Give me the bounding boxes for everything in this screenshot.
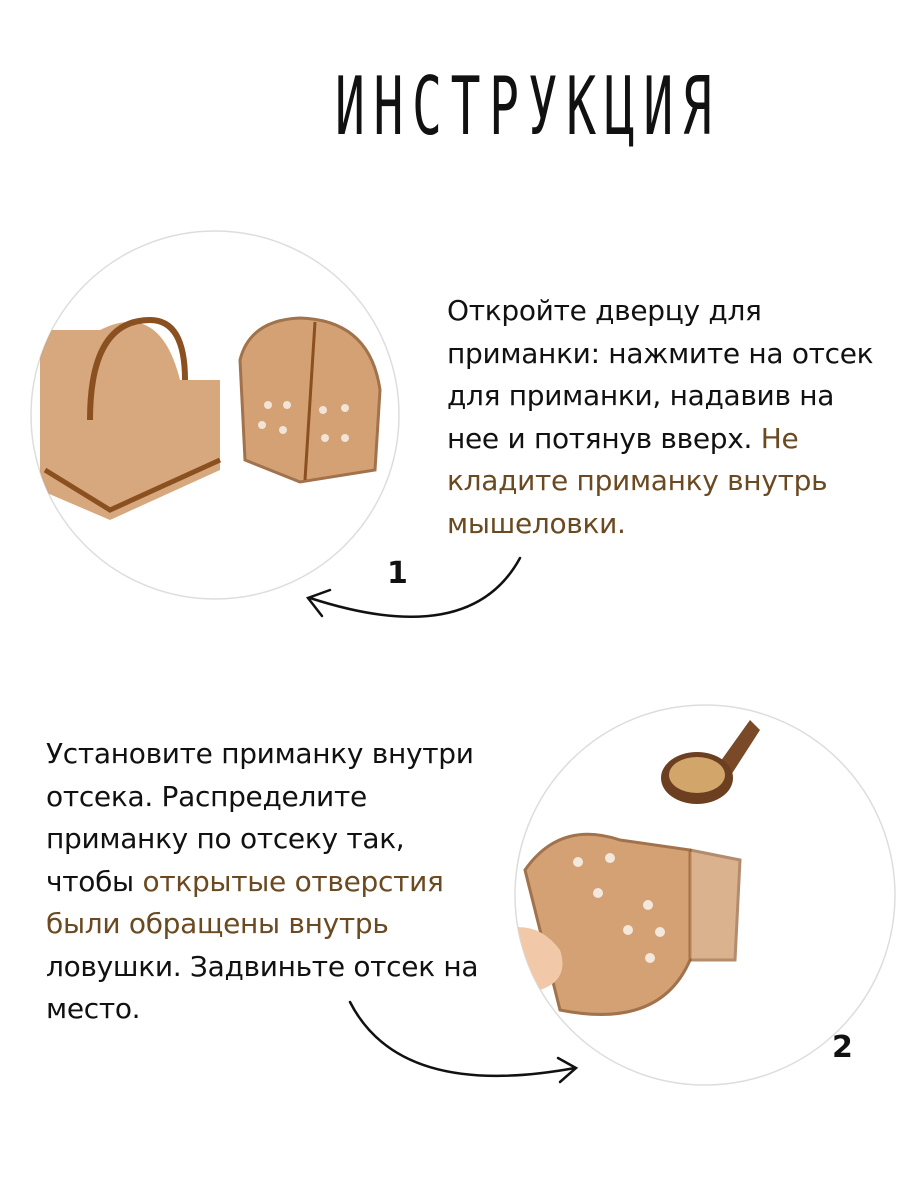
- step-1-number: 1: [387, 556, 408, 591]
- arrow-2: [348, 1000, 579, 1084]
- step-2-instruction-start: Установите приманку внутри отсека. Распр…: [46, 737, 474, 898]
- step-2-number: 2: [832, 1030, 853, 1065]
- step-2-instruction-end: ловушки. Задвиньте отсек на место.: [46, 949, 479, 1026]
- page-title: ИНСТРУКЦИЯ: [335, 60, 721, 153]
- step-2-highlight: открытые отверстия были обращены внутрь: [46, 864, 444, 941]
- step-2-text: Установите приманку внутри отсека. Распр…: [46, 733, 486, 1031]
- step-1-warning: Не кладите приманку внутрь мышеловки.: [447, 421, 828, 540]
- step-2-image: [514, 704, 896, 1086]
- arrow-1: [305, 556, 522, 618]
- step-1-image: [30, 230, 400, 600]
- step-1-text: Откройте дверцу для приманки: нажмите на…: [447, 290, 887, 545]
- step-1-instruction: Откройте дверцу для приманки: нажмите на…: [447, 294, 874, 455]
